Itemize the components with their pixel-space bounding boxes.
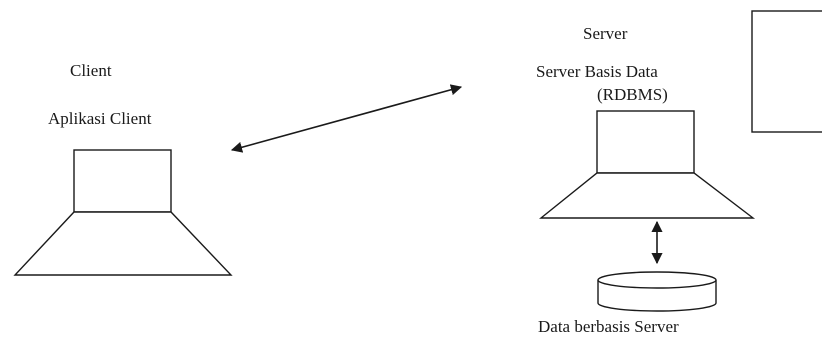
database-cylinder-icon	[597, 271, 717, 312]
client-app-label: Aplikasi Client	[48, 109, 152, 128]
server-db-label-line2: (RDBMS)	[597, 85, 668, 104]
server-base	[539, 172, 756, 219]
client-title: Client	[70, 61, 112, 80]
server-computer-icon	[539, 110, 756, 219]
server-db-label-line1: Server Basis Data	[536, 62, 658, 81]
server-title: Server	[583, 24, 628, 43]
client-server-connection-arrow	[230, 84, 463, 153]
client-computer-icon	[13, 149, 233, 276]
storage-label: Data berbasis Server	[538, 317, 679, 336]
server-monitor	[596, 110, 695, 174]
partial-box	[751, 10, 822, 133]
client-monitor	[73, 149, 172, 213]
client-base	[13, 211, 233, 276]
